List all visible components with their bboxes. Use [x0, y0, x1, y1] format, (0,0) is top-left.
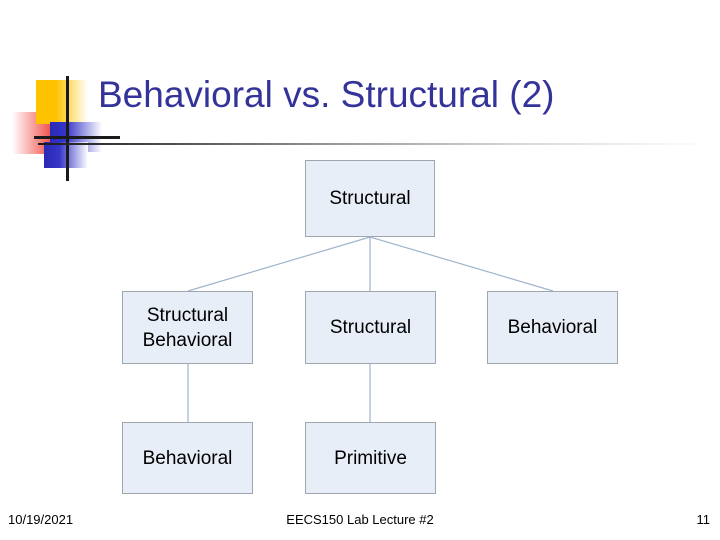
decorative-logo [8, 76, 138, 181]
node-label: Structural [329, 188, 411, 209]
title-divider-rule [38, 143, 710, 145]
logo-crosshair-vertical [66, 76, 69, 181]
diagram-node-leaf-mid[interactable]: Primitive [305, 422, 436, 494]
connector-root-to-child-left [187, 236, 371, 292]
diagram-node-child-mid[interactable]: Structural [305, 291, 436, 364]
footer-page-number: 11 [696, 512, 711, 527]
node-label: Structural [146, 304, 229, 326]
connector-root-to-child-right [369, 236, 554, 292]
slide-footer: 10/19/2021 EECS150 Lab Lecture #2 11 [0, 512, 720, 534]
footer-date: 10/19/2021 [8, 512, 74, 527]
logo-crosshair-horizontal [34, 136, 120, 139]
diagram-node-leaf-left[interactable]: Behavioral [122, 422, 253, 494]
node-label: Structural [329, 317, 412, 338]
node-label: Primitive [334, 447, 407, 469]
diagram-node-child-right[interactable]: Behavioral [487, 291, 618, 364]
node-label-secondary: Behavioral [142, 329, 233, 351]
node-label: Behavioral [507, 317, 598, 338]
footer-lecture-name: EECS150 Lab Lecture #2 [286, 512, 434, 527]
slide-title: Behavioral vs. Structural (2) [98, 74, 555, 115]
node-label: Behavioral [142, 447, 233, 469]
diagram-node-root[interactable]: Structural [305, 160, 435, 237]
logo-yellow-square [36, 80, 88, 124]
